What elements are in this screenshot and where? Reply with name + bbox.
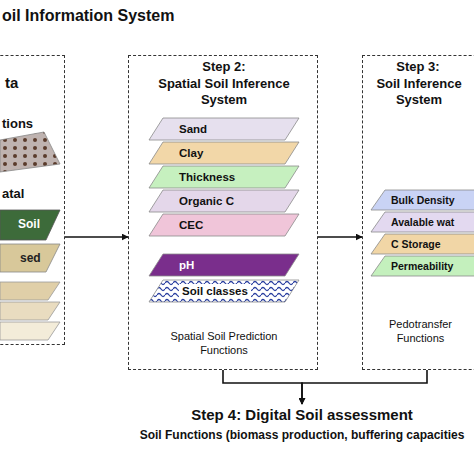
- layer-parallelogram: [149, 142, 299, 164]
- flow-arrow: [318, 236, 362, 238]
- layer-label: Organic C: [179, 190, 234, 212]
- layer-shape: [149, 118, 299, 140]
- soil-layer: Sand: [149, 118, 299, 140]
- layer-label: Permeability: [391, 256, 453, 276]
- flow-arrow: [65, 236, 128, 238]
- layer-parallelogram: [149, 214, 299, 236]
- layer-parallelogram: [371, 256, 474, 276]
- layer-parallelogram: [371, 212, 474, 232]
- soil-layer: pH: [149, 254, 299, 276]
- layer-label: CEC: [179, 214, 203, 236]
- map-layer: [0, 210, 60, 240]
- layer-label: pH: [179, 254, 194, 276]
- soil-layer: Organic C: [149, 190, 299, 212]
- layer-label: Bulk Density: [391, 190, 455, 210]
- layer-label: C Storage: [391, 234, 441, 254]
- input-label: atal: [2, 186, 24, 202]
- box-text: Soil Functions (biomass production, buff…: [134, 428, 470, 443]
- layer-label: Soil classes: [179, 284, 251, 298]
- flow-arrow: [302, 370, 427, 404]
- layer-label: Sand: [179, 118, 207, 140]
- observation-plot: [0, 132, 60, 172]
- diagram-title: oil Information System: [2, 6, 174, 25]
- layer-label: Avalable wat: [391, 212, 454, 232]
- input-label: Soil: [18, 217, 40, 231]
- box-text: Spatial Soil Prediction Functions: [154, 330, 294, 358]
- soil-layer: C Storage: [371, 234, 474, 254]
- layer-parallelogram: [371, 190, 474, 210]
- layer-parallelogram: [149, 190, 299, 212]
- layer-parallelogram: [149, 280, 299, 302]
- map-layer: [0, 244, 60, 272]
- box-heading: Step 4: Digital Soil assessment: [130, 406, 474, 425]
- layer-label: Thickness: [179, 166, 235, 188]
- layer-shape: [149, 254, 299, 276]
- layer-parallelogram: [149, 166, 299, 188]
- box-heading: Step 2:: [129, 59, 319, 75]
- soil-layer: Thickness: [149, 166, 299, 188]
- map-layer: [0, 302, 60, 320]
- soil-layer: Clay: [149, 142, 299, 164]
- soil-class-layer: Soil classes: [149, 280, 299, 302]
- layer-shape: [149, 142, 299, 164]
- layer-label: Clay: [179, 142, 203, 164]
- soil-layer: Permeability: [371, 256, 474, 276]
- box-text: Soil Inference System: [367, 76, 471, 109]
- map-layer: [0, 282, 60, 300]
- flow-arrow: [223, 370, 302, 404]
- box-text: Spatial Soil Inference System: [139, 76, 309, 109]
- soil-layer: CEC: [149, 214, 299, 236]
- soil-layer: Bulk Density: [371, 190, 474, 210]
- soil-layer: Avalable wat: [371, 212, 474, 232]
- step-box: Step 3:Soil Inference SystemPedotransfer…: [362, 55, 474, 370]
- input-label: sed: [20, 251, 41, 265]
- box-heading: ta: [5, 74, 55, 93]
- layer-parallelogram: [371, 234, 474, 254]
- layer-parallelogram: [149, 254, 299, 276]
- box-text: Pedotransfer Functions: [373, 318, 468, 346]
- layer-shape: [149, 214, 299, 236]
- map-layer: [0, 322, 60, 340]
- box-heading: Step 3:: [383, 59, 453, 75]
- input-label: tions: [2, 116, 33, 132]
- assessment-block: Step 4: Digital Soil assessmentSoil Func…: [130, 404, 474, 472]
- step-box: Step 2:Spatial Soil Inference SystemSpat…: [128, 55, 318, 370]
- layer-parallelogram: [149, 118, 299, 140]
